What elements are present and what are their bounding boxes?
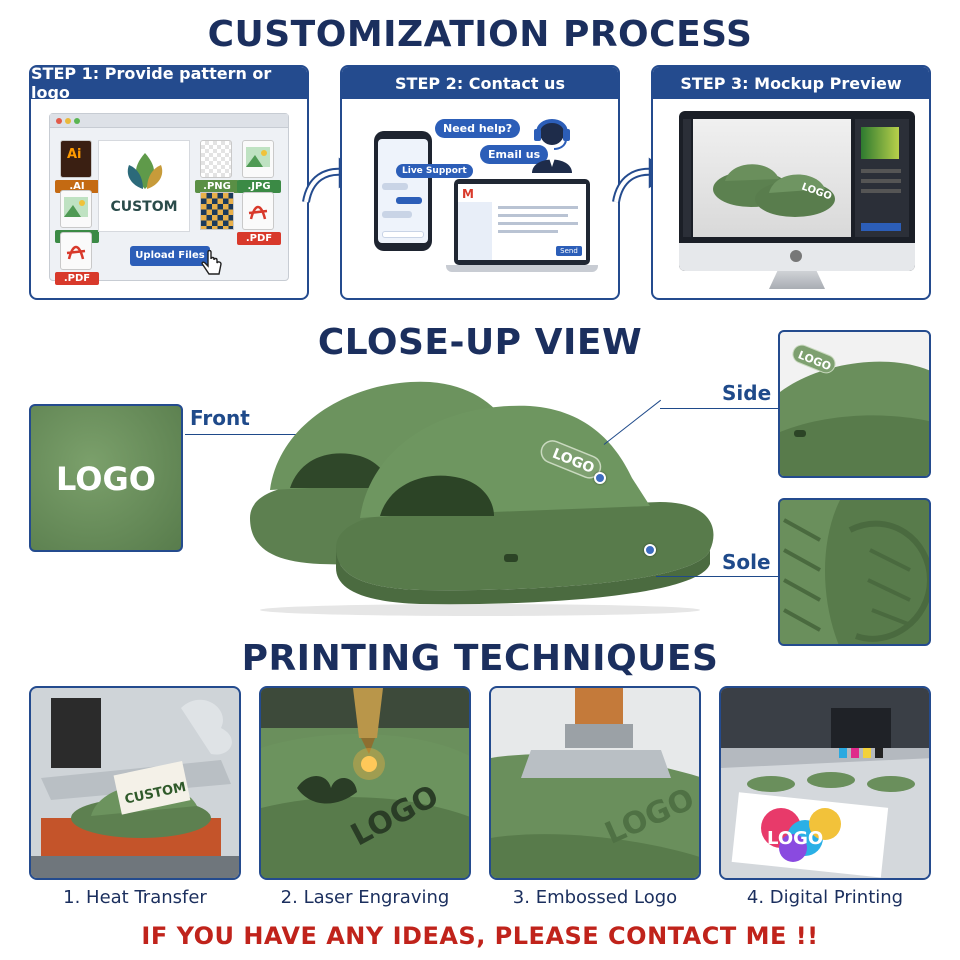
pdf-file-icon-left: .PDF — [55, 232, 99, 285]
step-1-header: STEP 1: Provide pattern or logo — [31, 67, 307, 102]
digital-printing-label: 4. Digital Printing — [746, 887, 904, 908]
pdf-file-label-left: .PDF — [55, 272, 99, 285]
strap-callout-dot — [594, 472, 606, 484]
laptop-screen: M Send — [454, 179, 590, 265]
embossed-logo-label: 3. Embossed Logo — [512, 887, 678, 908]
front-logo-text: LOGO — [56, 460, 156, 498]
sole-leader-line — [656, 576, 778, 577]
browser-titlebar — [50, 114, 288, 128]
chat-line-1 — [382, 183, 408, 190]
laptop-base — [446, 265, 598, 272]
sole-label: Sole — [722, 550, 771, 574]
custom-logo-panel: CUSTOM — [98, 140, 190, 232]
live-support-bubble: Live Support — [396, 164, 473, 178]
email-window: M Send — [458, 184, 586, 260]
sole-view-image — [778, 498, 931, 646]
support-agent-icon — [532, 119, 572, 173]
pdf-file-icon-right: .PDF — [237, 192, 281, 245]
png-file-icon: .PNG — [195, 140, 239, 193]
send-button[interactable]: Send — [556, 246, 582, 256]
editor-canvas: LOGO — [693, 119, 851, 237]
laser-engraving-label: 2. Laser Engraving — [280, 887, 450, 908]
step-2-card: STEP 2: Contact us Live Support Need hel… — [340, 65, 620, 300]
midsole-callout-dot — [644, 544, 656, 556]
custom-logo-text: CUSTOM — [110, 199, 178, 215]
window-max-dot — [74, 118, 80, 124]
upload-files-button[interactable]: Upload Files — [130, 246, 210, 266]
monitor-chin — [679, 243, 915, 271]
email-us-bubble: Email us — [480, 145, 549, 164]
chat-line-2 — [396, 197, 422, 204]
png-file-label: .PNG — [195, 180, 239, 193]
monitor-stand — [769, 271, 825, 289]
digital-printing-image: LOGO — [719, 686, 931, 880]
editor-side-panel — [855, 119, 909, 237]
step-3-card: STEP 3: Mockup Preview LOGO — [651, 65, 931, 300]
email-line-2 — [498, 214, 568, 217]
embossed-logo-image: LOGO — [489, 686, 701, 880]
step-2-header: STEP 2: Contact us — [342, 67, 618, 99]
window-close-dot — [56, 118, 62, 124]
ai-file-label: .AI — [55, 180, 99, 193]
panel-row-3 — [861, 189, 901, 193]
process-title: CUSTOMIZATION PROCESS — [207, 14, 753, 55]
ai-mark: Ai — [67, 147, 82, 162]
laser-engraving-image: LOGO — [259, 686, 471, 880]
front-logo-swatch: LOGO — [29, 404, 183, 552]
step-3-header: STEP 3: Mockup Preview — [653, 67, 929, 99]
color-picker — [861, 127, 899, 159]
imac-monitor: LOGO — [679, 111, 915, 271]
gmail-icon: M — [462, 187, 474, 201]
heat-transfer-image: CUSTOM — [29, 686, 241, 880]
email-line-4 — [498, 230, 558, 233]
panel-action-button[interactable] — [861, 223, 901, 231]
panel-row-2 — [861, 179, 901, 183]
front-label: Front — [190, 406, 250, 430]
jpg-file-label-right: .JPG — [237, 180, 281, 193]
need-help-bubble: Need help? — [435, 119, 521, 138]
contact-footer: IF YOU HAVE ANY IDEAS, PLEASE CONTACT ME… — [141, 922, 819, 950]
side-leader-line — [660, 408, 778, 409]
side-label: Side — [722, 381, 772, 405]
phone-screen — [378, 139, 428, 243]
heat-transfer-label: 1. Heat Transfer — [63, 887, 207, 908]
step-1-card: STEP 1: Provide pattern or logo Ai .AI .… — [29, 65, 309, 300]
mockup-slide-shoes: LOGO — [713, 164, 835, 217]
side-view-image: LOGO — [778, 330, 931, 478]
chat-input — [382, 231, 424, 238]
browser-window: Ai .AI .JPG .PDF CUSTOM .PNG .JPG — [49, 113, 289, 285]
printing-title: PRINTING TECHNIQUES — [241, 638, 719, 679]
hand-cursor-icon — [201, 250, 222, 275]
main-slides-image: LOGO — [250, 381, 714, 616]
front-leader-line — [185, 434, 360, 435]
apple-logo-icon — [790, 250, 802, 262]
email-line-3 — [498, 222, 578, 225]
editor-tools-panel — [683, 119, 691, 237]
leaf-logo-icon — [127, 153, 163, 189]
pdf-file-label-right: .PDF — [237, 232, 281, 245]
digital-print-text: LOGO — [767, 828, 823, 849]
jpg-file-icon-right: .JPG — [237, 140, 281, 193]
jpg-file-icon-left: .JPG — [55, 190, 99, 243]
email-line-1 — [498, 206, 578, 209]
laptop: M Send — [446, 179, 598, 273]
panel-row-1 — [861, 169, 901, 173]
email-sidebar — [458, 202, 492, 260]
closeup-title: CLOSE-UP VIEW — [317, 322, 643, 363]
chat-line-3 — [382, 211, 412, 218]
ai-file-icon: Ai .AI — [55, 140, 99, 193]
pattern-swatch — [200, 192, 234, 230]
smartphone — [374, 131, 432, 251]
window-min-dot — [65, 118, 71, 124]
